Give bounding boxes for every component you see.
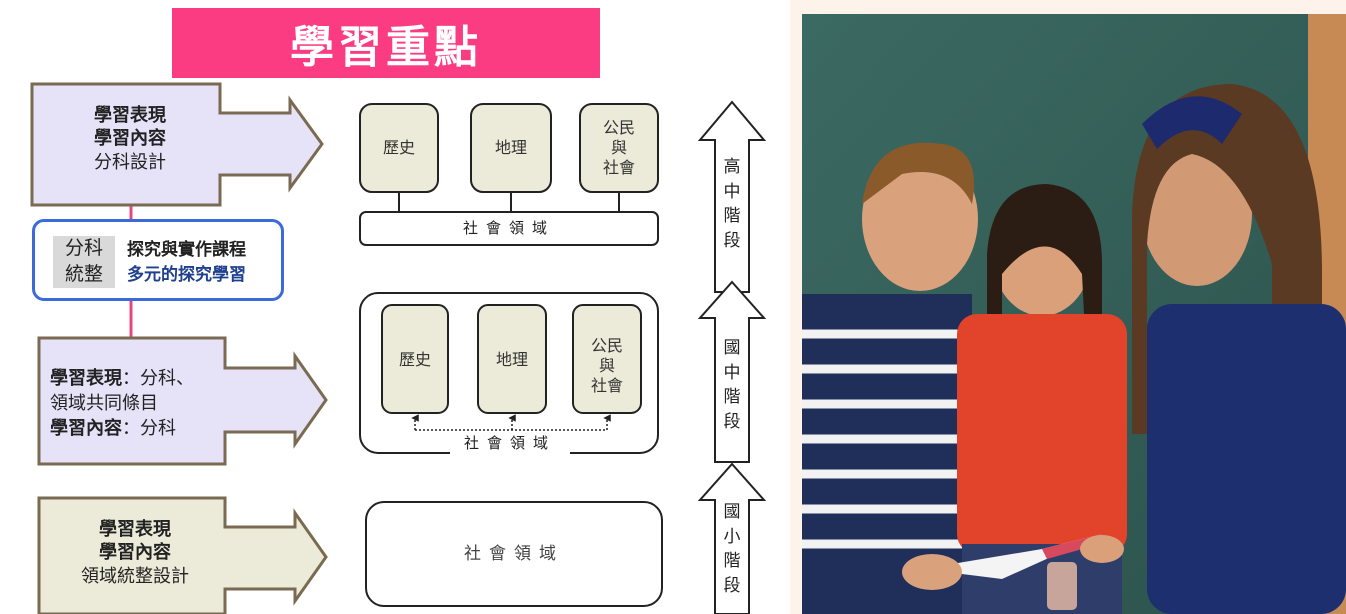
stage-elem-1: 國 [723, 502, 741, 522]
inquiry-course-box: 分科 統整 探究與實作課程 多元的探究學習 [32, 219, 284, 301]
middle-line1-bold: 學習表現 [50, 368, 122, 389]
high-civics-3: 社會 [602, 158, 635, 177]
high-line2: 學習內容 [94, 128, 166, 150]
students-photo [802, 14, 1346, 614]
stage-middle-4: 段 [723, 411, 741, 432]
stage-high: 高 中 階 段 [720, 155, 744, 254]
elem-line2: 學習內容 [99, 542, 171, 564]
stage-high-2: 中 [723, 181, 741, 202]
high-line1: 學習表現 [94, 105, 166, 126]
inquiry-right-line1: 探究與實作課程 [127, 240, 246, 260]
diagram-panel: 學習重點 學習表現 學習內容 分科設計 學習表現：分科、 領域共同條目 學習內容… [0, 0, 790, 614]
middle-history: 歷史 [398, 350, 431, 369]
middle-line3-bold: 學習內容 [50, 418, 122, 440]
high-civics-1: 公民 [602, 118, 635, 137]
elem-line3: 領域統整設計 [81, 565, 189, 587]
middle-civics-2: 與 [598, 356, 615, 375]
high-arrow-box [30, 82, 328, 614]
middle-line3-rest: ：分科 [122, 418, 176, 440]
stage-middle-1: 國 [723, 338, 741, 358]
stage-elem-3: 階 [723, 551, 741, 572]
stage-elem-4: 段 [723, 575, 741, 596]
high-civics-2: 與 [610, 138, 627, 157]
inquiry-right-line2: 多元的探究學習 [127, 264, 246, 285]
stage-elementary: 國 小 階 段 [720, 500, 744, 599]
elem-line1: 學習表現 [99, 519, 171, 540]
elementary-domain: 社會領域 [464, 544, 564, 564]
subject-structure [359, 100, 767, 614]
high-line3: 分科設計 [94, 151, 166, 173]
middle-box-text: 學習表現：分科、 領域共同條目 學習內容：分科 [50, 366, 250, 442]
middle-civics-3: 社會 [590, 376, 623, 395]
stage-middle-3: 階 [723, 387, 741, 408]
middle-line1-rest: ：分科、 [122, 368, 194, 389]
middle-geography: 地理 [495, 350, 528, 369]
connector-line [129, 205, 133, 338]
inquiry-left-line2: 統整 [64, 263, 103, 285]
inquiry-right-label: 探究與實作課程 多元的探究學習 [127, 238, 246, 287]
stage-high-1: 高 [723, 157, 741, 177]
stage-middle: 國 中 階 段 [720, 336, 744, 435]
middle-civics-1: 公民 [590, 336, 623, 355]
stage-high-3: 階 [723, 206, 741, 227]
elementary-box-text: 學習表現 學習內容 領域統整設計 [55, 518, 215, 588]
page-title: 學習重點 [172, 8, 600, 78]
inquiry-left-label: 分科 統整 [53, 236, 115, 288]
middle-civics: 公民 與 社會 [573, 336, 641, 396]
stage-high-4: 段 [723, 230, 741, 251]
stage-middle-2: 中 [723, 362, 741, 383]
high-civics: 公民 與 社會 [580, 118, 658, 178]
high-box-text: 學習表現 學習內容 分科設計 [50, 104, 210, 174]
middle-line2: 領域共同條目 [50, 393, 158, 415]
inquiry-left-line1: 分科 [64, 237, 103, 260]
high-history: 歷史 [382, 138, 415, 157]
middle-domain: 社會領域 [450, 434, 570, 454]
stage-elem-2: 小 [723, 526, 741, 547]
high-geography: 地理 [494, 138, 527, 157]
high-domain: 社會領域 [462, 219, 555, 237]
students-illustration [802, 14, 1346, 614]
